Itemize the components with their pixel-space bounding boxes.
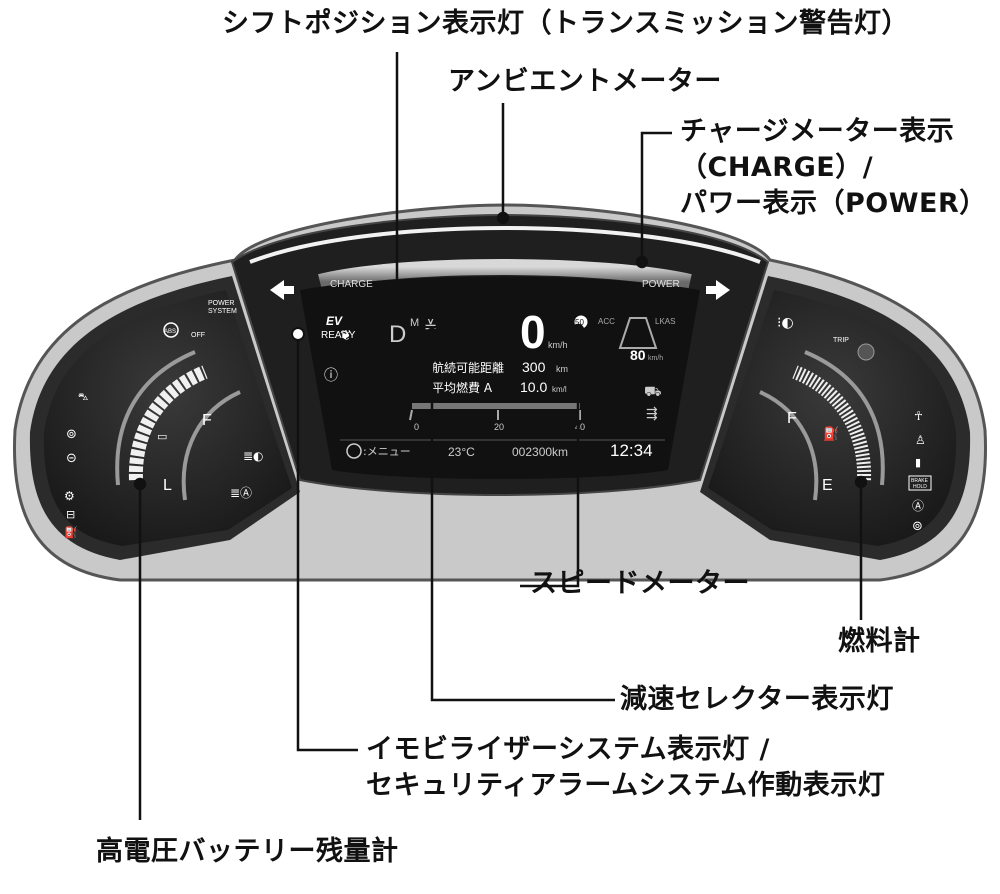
avg-fuel-label: 平均燃費 A: [432, 380, 493, 395]
callout-ambient-meter: アンビエントメーター: [448, 66, 722, 97]
high-beam-icon: ≣◐: [243, 449, 264, 463]
callout-speedometer: スピードメーター: [530, 568, 750, 599]
avg-fuel-value: 10.0: [520, 379, 547, 395]
power-system-line1: POWER: [208, 300, 234, 307]
ev-warning-icon: ⛍: [78, 392, 88, 403]
battery-icon: ▭: [157, 430, 167, 443]
brake-hold-line1: BRAKE: [911, 478, 929, 484]
fuel-gauge-full-label: F: [787, 410, 797, 427]
trip-knob[interactable]: [857, 343, 875, 361]
lkas-label: LKAS: [655, 317, 675, 326]
set-speed-value: 80: [630, 347, 646, 363]
power-label: POWER: [642, 279, 680, 290]
lane-keep-icon: [618, 317, 658, 349]
road-departure-icon: ⇶: [646, 406, 658, 422]
mode-indicator: M: [410, 317, 419, 329]
oil-pressure-icon: ⛽: [64, 526, 78, 539]
charge-label: CHARGE: [330, 279, 373, 290]
charging-system-icon: ⊟: [66, 508, 75, 521]
fuel-pump-icon: ⛽: [823, 426, 839, 442]
check-engine-icon: ⚙: [64, 489, 75, 503]
ready-indicator: READY: [321, 330, 356, 341]
speed-unit: km/h: [548, 340, 568, 350]
callout-shift-position: シフトポジション表示灯（トランスミッション警告灯）: [222, 8, 909, 39]
scale-tick-20: 20: [494, 422, 504, 432]
callout-charge-line2: （CHARGE）/: [680, 152, 874, 183]
power-system-line2: SYSTEM: [208, 308, 237, 315]
callout-immobilizer-line2: セキュリティアラームシステム作動表示灯: [366, 770, 886, 801]
callout-charge-line3: パワー表示（POWER）: [680, 188, 987, 219]
brake-warning-icon: ⊚: [66, 427, 77, 442]
gear-position: D: [389, 321, 406, 348]
fuel-gauge-empty-label: E: [822, 477, 833, 494]
center-display: [300, 276, 700, 479]
abs-warning-icon: [163, 322, 179, 338]
ev-indicator: EV: [326, 314, 343, 328]
leader-lines: [133, 52, 868, 820]
seatbelt-icon: ♙: [915, 433, 926, 447]
outside-temperature: 23°C: [448, 445, 475, 459]
vsa-off-label: OFF: [191, 332, 205, 339]
right-dial: [708, 290, 957, 546]
clock: 12:34: [610, 441, 653, 460]
callout-fuel-gauge: 燃料計: [838, 626, 921, 657]
callout-charge-power: チャージメーター表示 （CHARGE）/ パワー表示（POWER）: [680, 114, 987, 222]
left-turn-signal-icon: [270, 280, 294, 300]
parking-brake-icon: ⊚: [912, 519, 923, 534]
scale-tick-40: 40: [575, 422, 585, 432]
low-fuel-icon: ▮: [915, 456, 921, 469]
scale-tick-0: 0: [414, 422, 419, 432]
speed-value: 0: [520, 306, 546, 358]
menu-button-icon: [346, 443, 362, 459]
ambient-meter-band: [249, 225, 761, 290]
brake-hold-icon: [908, 475, 932, 491]
range-label: 航続可能距離: [432, 360, 504, 375]
airbag-icon: ☥: [914, 409, 923, 423]
set-speed-unit: km/h: [648, 355, 663, 362]
fog-light-icon: ⁝◐: [777, 315, 794, 331]
callout-hv-battery: 高電圧バッテリー残量計: [96, 836, 399, 867]
range-value: 300: [522, 359, 546, 375]
callout-charge-line1: チャージメーター表示: [680, 116, 955, 147]
eco-leaf-icon: ❦: [340, 328, 352, 344]
trip-label: TRIP: [833, 337, 849, 344]
odometer: 002300km: [512, 445, 568, 459]
collision-warning-icon: ⛟: [644, 384, 662, 400]
left-dial: [43, 290, 293, 546]
info-icon: ⓘ: [324, 368, 338, 384]
acc-label: ACC: [598, 317, 615, 326]
eps-warning-icon: ⊝: [66, 451, 77, 466]
abs-label: ABS: [164, 329, 176, 335]
hv-gauge-full-label: F: [202, 412, 212, 429]
callout-decel-selector: 減速セレクター表示灯: [620, 684, 894, 715]
brake-hold-line2: HOLD: [913, 484, 927, 490]
auto-brake-hold-icon: Ⓐ: [912, 499, 924, 513]
hv-gauge-low-label: L: [163, 477, 172, 494]
range-unit: km: [556, 364, 568, 374]
avg-fuel-unit: km/l: [552, 385, 567, 394]
callout-immobilizer: イモビライザーシステム表示灯 / セキュリティアラームシステム作動表示灯: [366, 732, 885, 804]
right-turn-signal-icon: [706, 280, 730, 300]
menu-label: :メニュー: [363, 445, 411, 458]
callout-immobilizer-line1: イモビライザーシステム表示灯 /: [366, 734, 770, 765]
speed-limit-value: 50: [575, 318, 584, 327]
auto-high-beam-icon: ≣Ⓐ: [230, 486, 252, 500]
